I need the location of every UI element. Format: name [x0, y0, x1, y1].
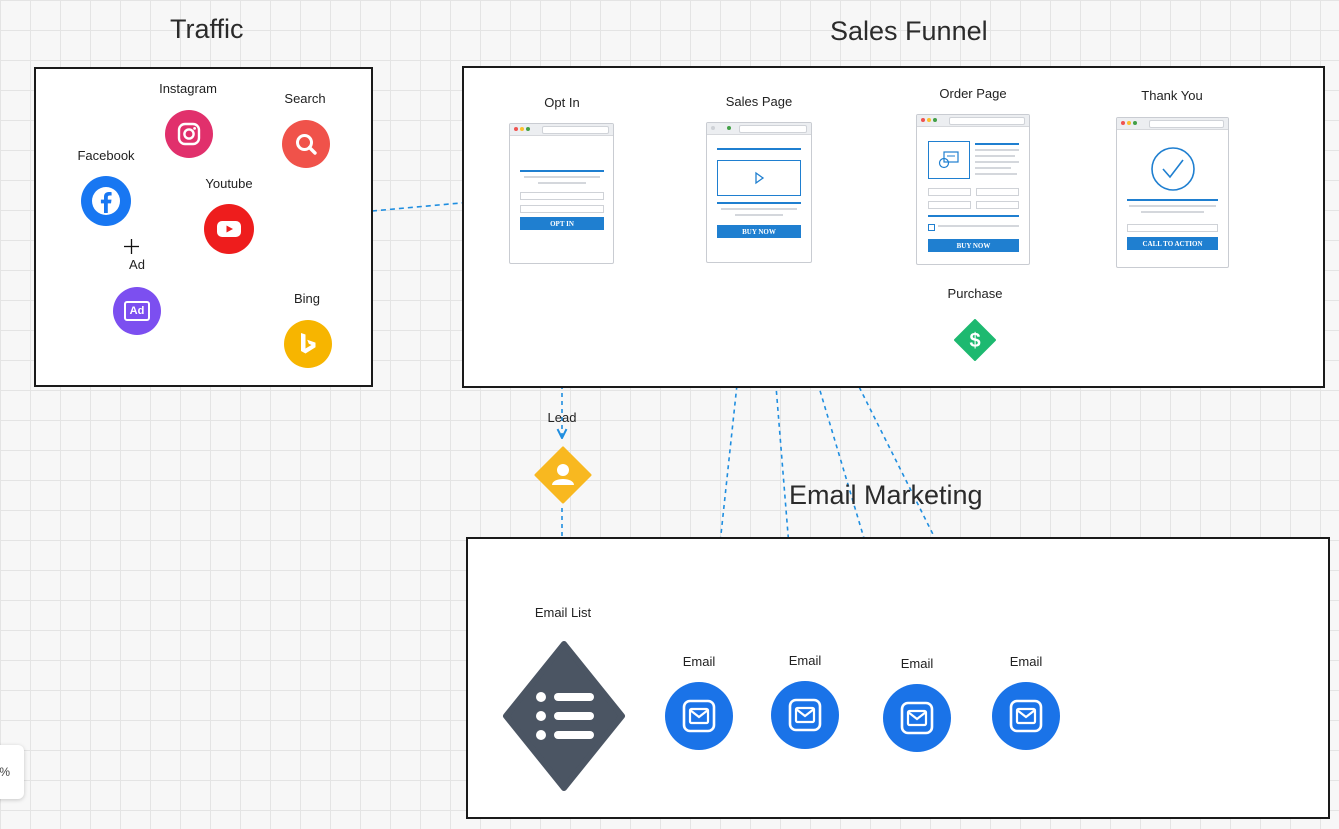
order-page-mockup[interactable]: BUY NOW: [916, 114, 1030, 265]
bing-icon[interactable]: [284, 320, 332, 368]
instagram-label: Instagram: [159, 81, 217, 96]
youtube-icon[interactable]: [204, 204, 254, 254]
sales-page-mockup[interactable]: BUY NOW: [706, 122, 812, 263]
plus-cursor-icon: [123, 238, 140, 260]
email-marketing-heading: Email Marketing: [789, 480, 983, 510]
sales-buy-now-button[interactable]: BUY NOW: [717, 225, 801, 238]
lead-person-icon[interactable]: [534, 446, 592, 504]
optin-button[interactable]: OPT IN: [520, 217, 604, 230]
youtube-label: Youtube: [205, 176, 253, 191]
sales-page-label: Sales Page: [725, 94, 793, 109]
thank-you-page-mockup[interactable]: CALL TO ACTION: [1116, 117, 1229, 268]
email-list-label: Email List: [534, 605, 592, 620]
facebook-label: Facebook: [77, 148, 135, 163]
purchase-dollar-icon[interactable]: $: [954, 319, 996, 361]
email-envelope-icon[interactable]: [992, 682, 1060, 750]
traffic-heading: Traffic: [170, 14, 244, 44]
optin-page-mockup[interactable]: OPT IN: [509, 123, 614, 264]
call-to-action-button[interactable]: CALL TO ACTION: [1127, 237, 1218, 250]
checkmark-icon: [1150, 146, 1196, 197]
ad-icon-text: Ad: [124, 301, 150, 321]
optin-label: Opt In: [544, 95, 580, 110]
checkbox[interactable]: [928, 224, 935, 231]
zoom-percent: %: [0, 765, 10, 779]
search-icon[interactable]: [282, 120, 330, 168]
order-buy-now-button[interactable]: BUY NOW: [928, 239, 1019, 252]
facebook-icon[interactable]: [81, 176, 131, 226]
email-envelope-icon[interactable]: [771, 681, 839, 749]
purchase-label: Purchase: [947, 286, 1003, 301]
sales-funnel-heading: Sales Funnel: [830, 16, 988, 46]
zoom-indicator[interactable]: %: [0, 745, 24, 799]
email-marketing-box[interactable]: [466, 537, 1330, 819]
email-label-3: Email: [900, 656, 934, 671]
email-list-icon[interactable]: [502, 640, 626, 792]
product-image-icon: [928, 141, 970, 179]
email-label-4: Email: [1009, 654, 1043, 669]
email-label-2: Email: [788, 653, 822, 668]
ad-icon[interactable]: Ad: [113, 287, 161, 335]
bing-label: Bing: [293, 291, 321, 306]
email-label-1: Email: [682, 654, 716, 669]
email-envelope-icon[interactable]: [665, 682, 733, 750]
instagram-icon[interactable]: [165, 110, 213, 158]
search-label: Search: [284, 91, 326, 106]
ad-label: Ad: [129, 257, 145, 272]
video-play-icon[interactable]: [717, 160, 801, 196]
svg-text:$: $: [969, 330, 980, 352]
order-page-label: Order Page: [939, 86, 1007, 101]
email2-to-sales-arrow: [766, 263, 801, 683]
thank-you-label: Thank You: [1141, 88, 1203, 103]
lead-label: Lead: [547, 410, 577, 425]
email-envelope-icon[interactable]: [883, 684, 951, 752]
